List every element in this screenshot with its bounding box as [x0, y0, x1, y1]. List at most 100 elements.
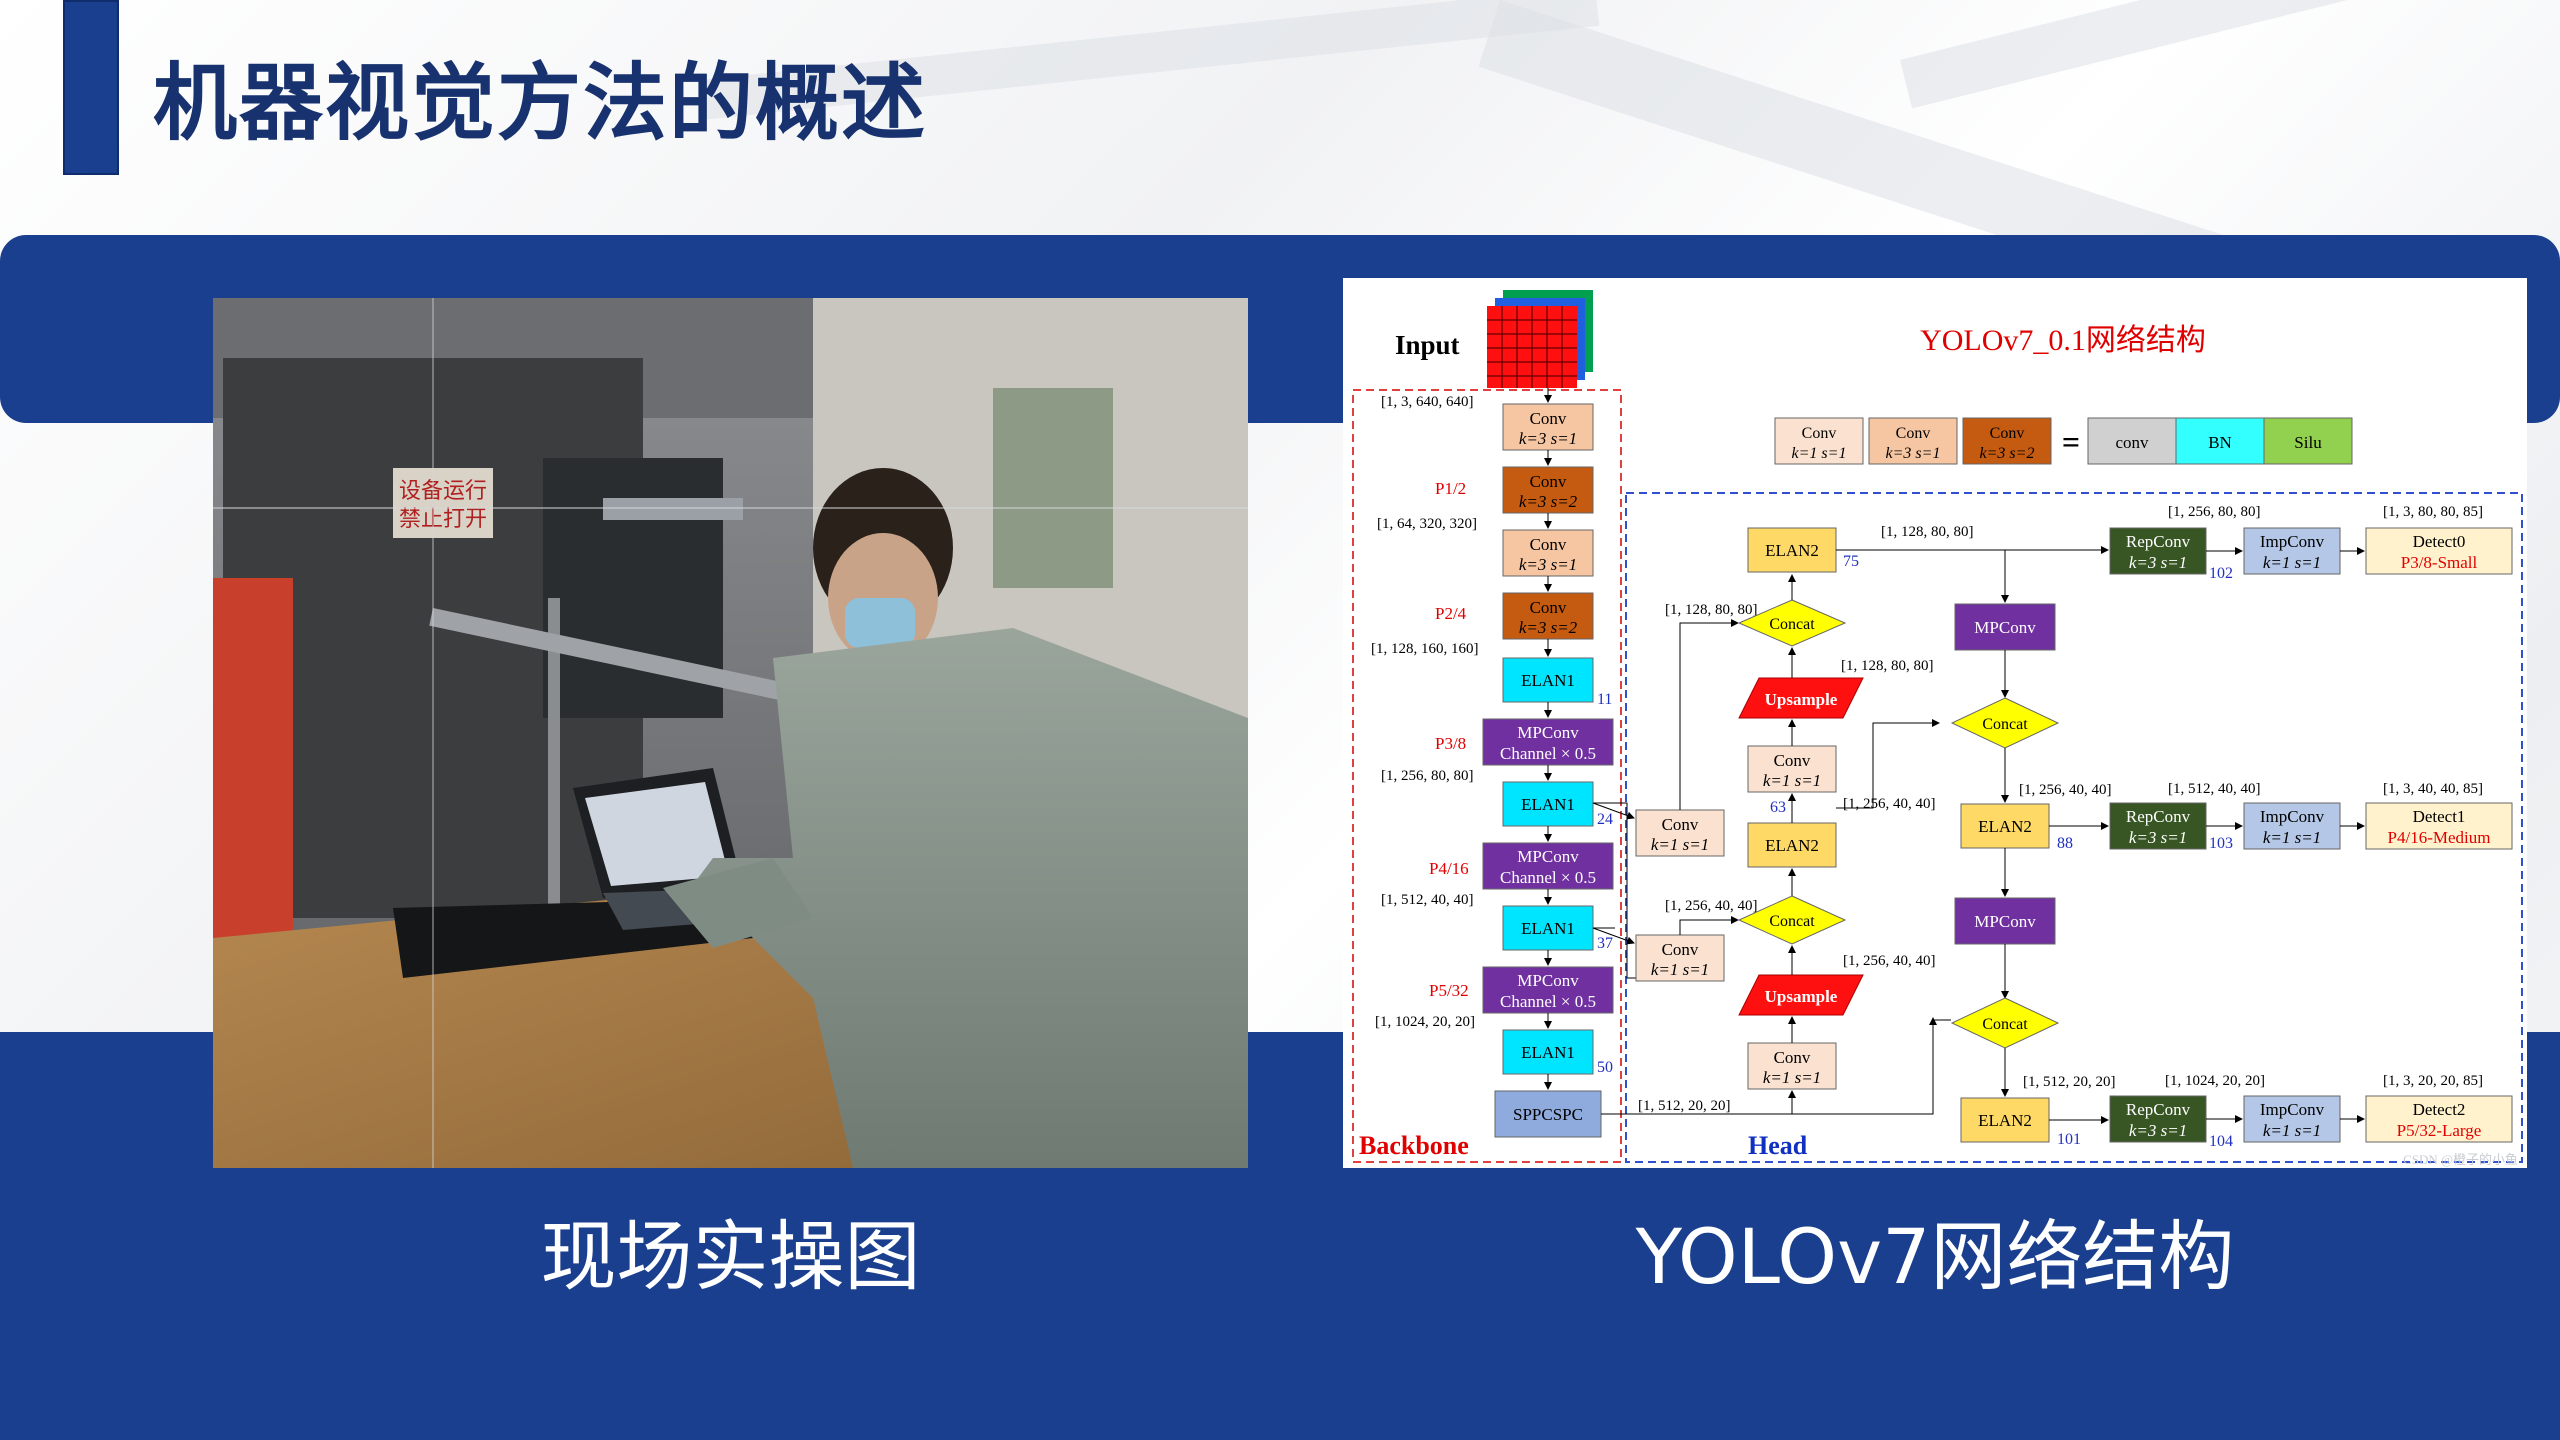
- head-concat2: [1737, 895, 1847, 945]
- head-repconv3-params: k=3 s=1: [2129, 1121, 2187, 1140]
- shape-128-80-c: [1, 128, 80, 80]: [1881, 524, 1974, 540]
- head-impconv3-params: k=1 s=1: [2263, 1121, 2321, 1140]
- warning-sign-line2: 禁止打开: [399, 507, 487, 532]
- shape-1024-20: [1, 1024, 20, 20]: [2165, 1073, 2265, 1089]
- head-repconv2-params: k=3 s=1: [2129, 828, 2187, 847]
- head-conv-u1-label: Conv: [1774, 751, 1811, 770]
- warning-sign-line1: 设备运行: [399, 479, 487, 504]
- head-concat1: [1737, 599, 1847, 647]
- head-conv-u2-params: k=1 s=1: [1763, 1068, 1821, 1087]
- backbone-sppcspc: [1494, 1090, 1602, 1138]
- head-mpconv-b: [1954, 897, 2056, 945]
- backbone-mpconv3-params: Channel × 0.5: [1500, 992, 1596, 1011]
- backbone-conv1-params: k=3 s=1: [1519, 429, 1577, 448]
- legend-box3-line2: k=3 s=2: [1980, 445, 2035, 462]
- node-24: 24: [1597, 811, 1613, 828]
- head-impconv3: [2243, 1095, 2341, 1143]
- head-repconv1-params: k=3 s=1: [2129, 553, 2187, 572]
- head-detect1: [2365, 802, 2513, 850]
- head-elan2-r2-label: ELAN2: [1978, 817, 2032, 836]
- head-impconv1-params: k=1 s=1: [2263, 553, 2321, 572]
- p4-label: P4/16: [1429, 859, 1469, 878]
- backbone-conv1-label: Conv: [1530, 409, 1567, 428]
- backbone-elan1-a: [1502, 657, 1594, 703]
- title-accent-bar: [63, 0, 119, 175]
- head-concat1-label: Concat: [1769, 616, 1815, 633]
- head-mpconv-a-label: MPConv: [1974, 618, 2036, 637]
- diagram-title: YOLOv7_0.1网络结构: [1920, 324, 2206, 357]
- backbone-mpconv1: [1482, 718, 1614, 766]
- out-shape3: [1, 3, 20, 20, 85]: [2383, 1073, 2483, 1089]
- head-conv-u1-params: k=1 s=1: [1763, 771, 1821, 790]
- head-conv-side2-params: k=1 s=1: [1651, 960, 1709, 979]
- backbone-mpconv3: [1482, 966, 1614, 1014]
- head-elan2-top-label: ELAN2: [1765, 541, 1819, 560]
- backbone-elan1-b: [1502, 781, 1594, 827]
- shape-256-80: [1, 256, 80, 80]: [2168, 504, 2261, 520]
- node-50: 50: [1597, 1059, 1613, 1076]
- head-detect0-label: Detect0: [2413, 532, 2466, 551]
- shape-256-40-d: [1, 256, 40, 40]: [2019, 782, 2112, 798]
- head-conv-side1-label: Conv: [1662, 815, 1699, 834]
- head-mpconv-a: [1954, 603, 2056, 651]
- shape-p4: [1, 512, 40, 40]: [1381, 892, 1474, 908]
- head-elan2-mid: [1747, 822, 1837, 868]
- head-detect0-scale: P3/8-Small: [2401, 553, 2478, 572]
- head-impconv2-params: k=1 s=1: [2263, 828, 2321, 847]
- head-mpconv-b-label: MPConv: [1974, 912, 2036, 931]
- p3-label: P3/8: [1435, 734, 1466, 753]
- head-conv-side1: [1635, 809, 1725, 857]
- node-11: 11: [1597, 691, 1612, 708]
- head-repconv2: [2109, 802, 2207, 850]
- site-operation-photo: 设备运行 禁止打开: [213, 298, 1248, 1168]
- backbone-label: Backbone: [1359, 1131, 1469, 1160]
- backbone-mpconv1-label: MPConv: [1517, 723, 1579, 742]
- head-repconv3-label: RepConv: [2126, 1100, 2191, 1119]
- legend-box3-line1: Conv: [1990, 425, 2025, 442]
- input-tensor-icon: [1487, 290, 1593, 388]
- head-upsample1: [1738, 677, 1864, 719]
- head-conv-side1-params: k=1 s=1: [1651, 835, 1709, 854]
- diagram-caption: YOLOv7网络结构: [1635, 1212, 2235, 1301]
- backbone-conv3: [1502, 529, 1594, 577]
- backbone-mpconv1-params: Channel × 0.5: [1500, 744, 1596, 763]
- legend-box1-line2: k=1 s=1: [1792, 445, 1847, 462]
- backbone: [1, 3, 640, 640] Conv k=3 s=1 P1/2 Conv …: [1371, 388, 1614, 1138]
- shape-128-80-b: [1, 128, 80, 80]: [1841, 658, 1934, 674]
- backbone-mpconv3-label: MPConv: [1517, 971, 1579, 990]
- head-concat4-label: Concat: [1982, 1016, 2028, 1033]
- head-repconv1: [2109, 527, 2207, 575]
- legend-conv: conv: [2115, 433, 2149, 452]
- p5-label: P5/32: [1429, 981, 1469, 1000]
- head-conv-u2-label: Conv: [1774, 1048, 1811, 1067]
- head-conv-side2-label: Conv: [1662, 940, 1699, 959]
- head-elan2-r3-label: ELAN2: [1978, 1111, 2032, 1130]
- backbone-conv2: [1502, 466, 1594, 514]
- shape-512-20: [1, 512, 20, 20]: [1638, 1098, 1731, 1114]
- slide-title: 机器视觉方法的概述: [153, 54, 928, 152]
- p2-label: P2/4: [1435, 604, 1467, 623]
- head-repconv3: [2109, 1095, 2207, 1143]
- head-impconv3-label: ImpConv: [2260, 1100, 2325, 1119]
- node-104: 104: [2209, 1133, 2233, 1150]
- head-impconv1: [2243, 527, 2341, 575]
- legend-silu: Silu: [2294, 433, 2322, 452]
- head-upsample2: [1738, 974, 1864, 1016]
- head-upsample2-label: Upsample: [1765, 987, 1838, 1006]
- node-88: 88: [2057, 835, 2073, 852]
- head-impconv2-label: ImpConv: [2260, 807, 2325, 826]
- legend-box2-line1: Conv: [1896, 425, 1931, 442]
- legend-bn: BN: [2208, 433, 2232, 452]
- backbone-conv2-label: Conv: [1530, 472, 1567, 491]
- shape-256-40-c: [1, 256, 40, 40]: [1843, 953, 1936, 969]
- head-detect2-label: Detect2: [2413, 1100, 2466, 1119]
- backbone-mpconv2-params: Channel × 0.5: [1500, 868, 1596, 887]
- head-impconv1-label: ImpConv: [2260, 532, 2325, 551]
- head-conv-u2: [1747, 1042, 1837, 1090]
- node-75: 75: [1843, 553, 1859, 570]
- shape-256-40-a: [1, 256, 40, 40]: [1843, 796, 1936, 812]
- head-concat2-label: Concat: [1769, 913, 1815, 930]
- node-63: 63: [1770, 799, 1786, 816]
- node-37: 37: [1597, 935, 1613, 952]
- head-upsample1-label: Upsample: [1765, 690, 1838, 709]
